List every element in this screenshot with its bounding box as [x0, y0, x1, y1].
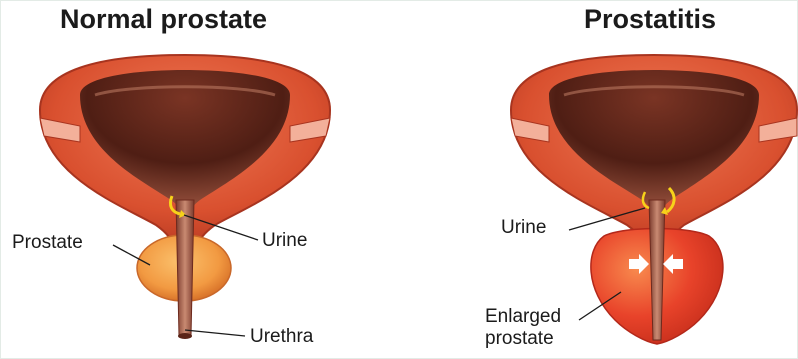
label-urine-normal: Urine — [262, 230, 307, 252]
label-enlarged-line1: Enlarged — [485, 306, 595, 328]
label-enlarged-prostate: Enlarged prostate — [485, 306, 595, 350]
normal-urethra — [176, 200, 194, 336]
prostatitis-panel: Prostatitis — [399, 0, 798, 359]
label-enlarged-line2: prostate — [485, 328, 595, 350]
label-urethra: Urethra — [250, 326, 313, 348]
prostatitis-bladder-illustration — [399, 0, 798, 359]
normal-bladder-illustration — [0, 0, 399, 359]
label-urine-prostatitis: Urine — [501, 217, 546, 239]
normal-prostate-panel: Normal prostate — [0, 0, 399, 359]
label-prostate: Prostate — [12, 232, 83, 254]
